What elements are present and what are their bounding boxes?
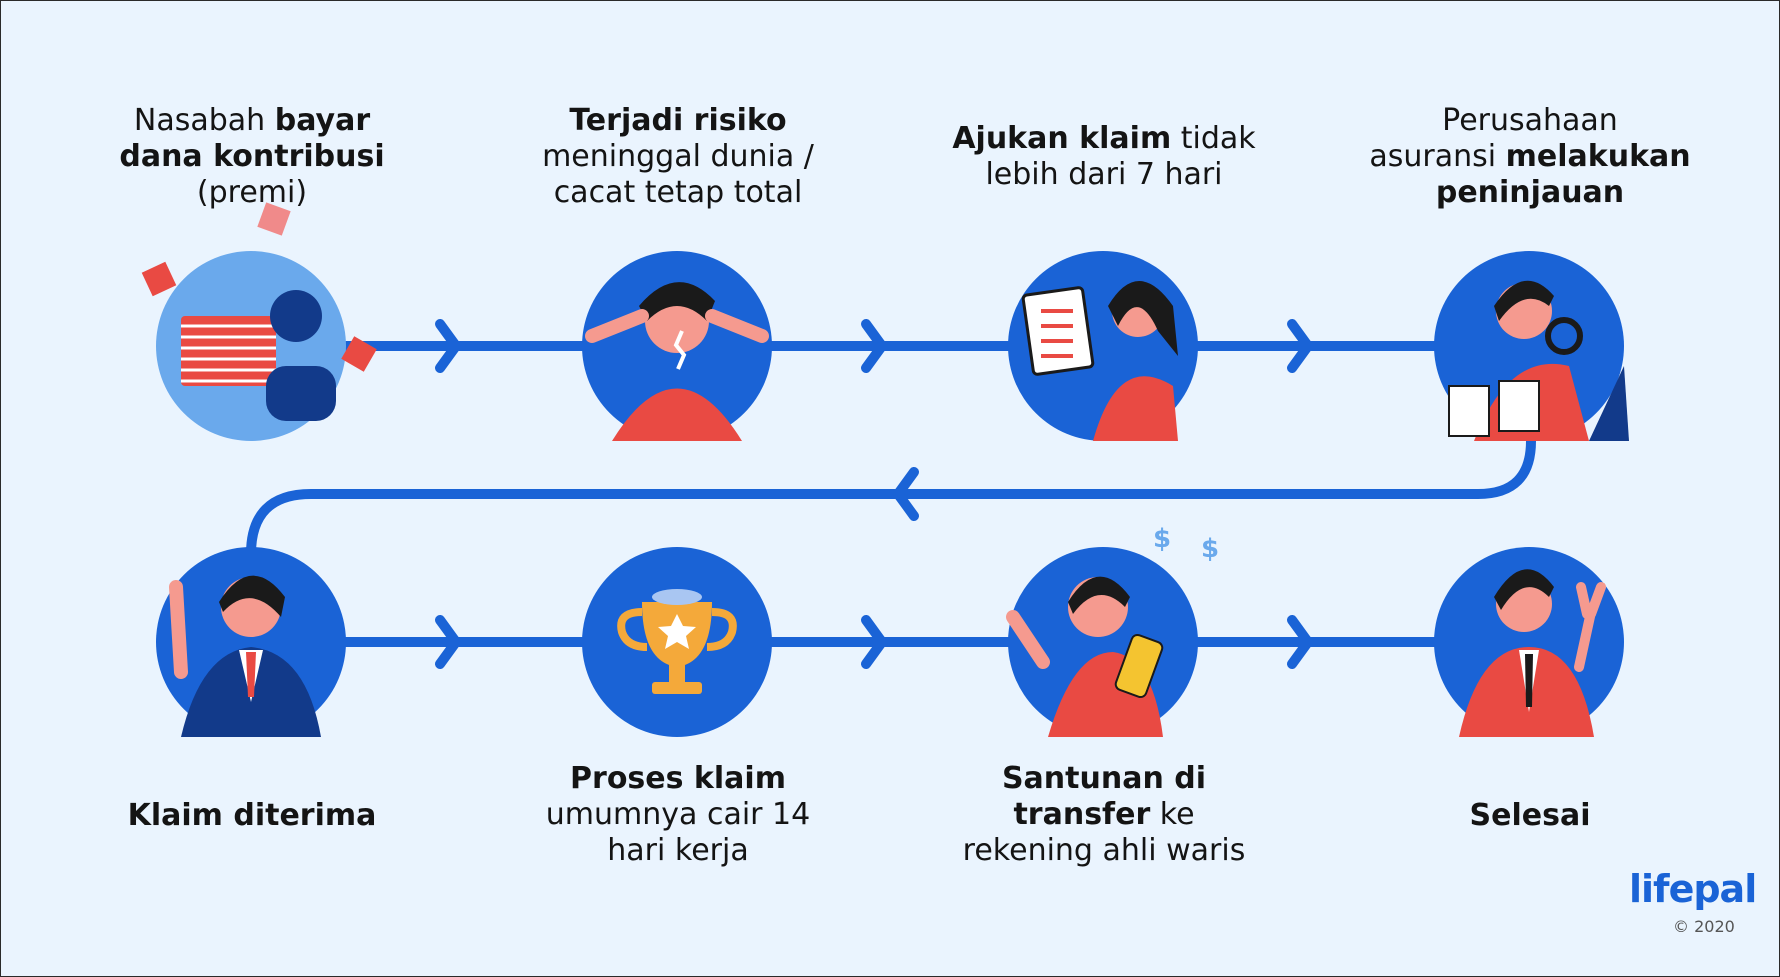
caption-text: lebih dari 7 hari	[985, 157, 1223, 192]
caption-text: cacat tetap total	[553, 175, 803, 210]
caption-text: umumnya cair 14	[545, 797, 811, 832]
caption-text: peninjauan	[1435, 175, 1625, 210]
caption-text: Ajukan klaim	[952, 121, 1172, 156]
magnifier-review-icon	[1434, 251, 1629, 441]
victory-sign-icon	[1434, 547, 1624, 737]
clipboard-claim-icon	[1008, 251, 1198, 441]
distressed-person-icon	[582, 251, 772, 441]
caption-text: Perusahaan	[1442, 103, 1618, 138]
phone-transfer-icon: $$	[1006, 524, 1219, 737]
caption-text: asuransi	[1369, 139, 1506, 174]
caption-text: meninggal dunia /	[542, 139, 814, 174]
caption-text: tidak	[1171, 121, 1256, 156]
caption-text: Terjadi risiko	[569, 103, 787, 138]
svg-text:$: $	[1201, 534, 1219, 564]
approving-officer-icon	[156, 547, 346, 737]
caption-text: Selesai	[1469, 798, 1591, 833]
step-caption-selesai: Selesai	[1360, 798, 1700, 834]
caption-text: rekening ahli waris	[962, 833, 1246, 868]
caption-text: hari kerja	[607, 833, 749, 868]
caption-text: melakukan	[1505, 139, 1691, 174]
flow-arrow	[435, 319, 461, 373]
flow-arrow	[1287, 615, 1313, 669]
caption-text: Klaim diterima	[127, 798, 377, 833]
flow-arrow	[1287, 319, 1313, 373]
caption-text: Proses klaim	[570, 761, 786, 796]
caption-text: transfer	[1013, 797, 1151, 832]
svg-text:$: $	[1153, 524, 1171, 554]
money-stack-icon	[141, 202, 377, 441]
copyright-text: © 2020	[1673, 917, 1735, 936]
caption-text: dana kontribusi	[119, 139, 385, 174]
caption-text: Nasabah	[133, 103, 275, 138]
caption-text: ke	[1150, 797, 1195, 832]
caption-text: Santunan di	[1001, 761, 1207, 796]
lifepal-logo: lifepal	[1629, 867, 1757, 911]
trophy-icon	[582, 547, 772, 737]
flow-arrow	[893, 467, 919, 521]
step-caption-diterima: Klaim diterima	[82, 798, 422, 834]
caption-text: (premi)	[196, 175, 308, 210]
flow-arrow	[435, 615, 461, 669]
flow-arrow	[861, 615, 887, 669]
flow-arrow	[861, 319, 887, 373]
caption-text: bayar	[274, 103, 371, 138]
